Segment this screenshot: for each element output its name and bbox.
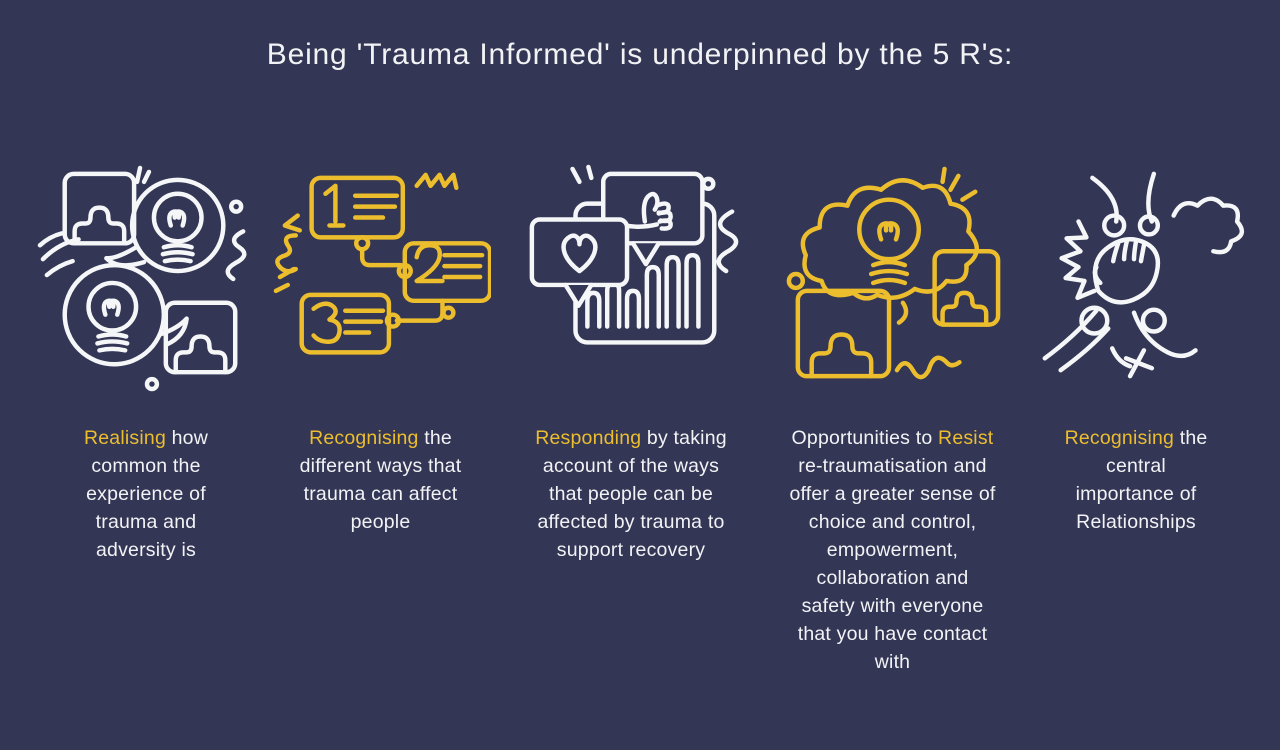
caption-lead: Opportunities to bbox=[791, 427, 939, 449]
column-resist: Opportunities to Resist re-traumatisatio… bbox=[767, 158, 1019, 676]
column-recognising-relationships: Recognising the central importance of Re… bbox=[1030, 158, 1245, 536]
caption-rest: by taking account of the ways that peopl… bbox=[537, 427, 727, 561]
caption-rest: re-traumatisation and offer a greater se… bbox=[789, 455, 996, 673]
caption-rest: the central importance of Relationships bbox=[1075, 427, 1208, 533]
caption-keyword: Recognising bbox=[309, 427, 419, 449]
caption-keyword: Recognising bbox=[1064, 427, 1175, 449]
numbered-steps-icon bbox=[271, 158, 491, 398]
column-realising: Realising how common the experience of t… bbox=[36, 158, 256, 564]
caption-keyword: Responding bbox=[535, 427, 642, 449]
column-recognising-ways: Recognising the different ways that trau… bbox=[266, 158, 496, 536]
high-five-hands-icon bbox=[1026, 158, 1246, 398]
caption-realising: Realising how common the experience of t… bbox=[84, 424, 208, 564]
caption-keyword: Realising bbox=[83, 427, 166, 449]
feedback-chart-icon bbox=[521, 158, 741, 398]
thought-cloud-people-icon bbox=[783, 158, 1003, 398]
caption-rest: how common the experience of trauma and … bbox=[86, 427, 208, 561]
caption-recognising-relationships: Recognising the central importance of Re… bbox=[1065, 424, 1208, 536]
page-title: Being 'Trauma Informed' is underpinned b… bbox=[266, 38, 1014, 71]
caption-rest: the different ways that trauma can affec… bbox=[299, 427, 462, 533]
column-responding: Responding by taking account of the ways… bbox=[507, 158, 755, 564]
lightbulb-conversation-icon bbox=[36, 158, 256, 398]
caption-responding: Responding by taking account of the ways… bbox=[535, 424, 727, 564]
caption-recognising-ways: Recognising the different ways that trau… bbox=[300, 424, 462, 536]
caption-resist: Opportunities to Resist re-traumatisatio… bbox=[789, 424, 995, 676]
caption-keyword: Resist bbox=[938, 427, 994, 449]
five-rs-row: Realising how common the experience of t… bbox=[0, 158, 1280, 676]
